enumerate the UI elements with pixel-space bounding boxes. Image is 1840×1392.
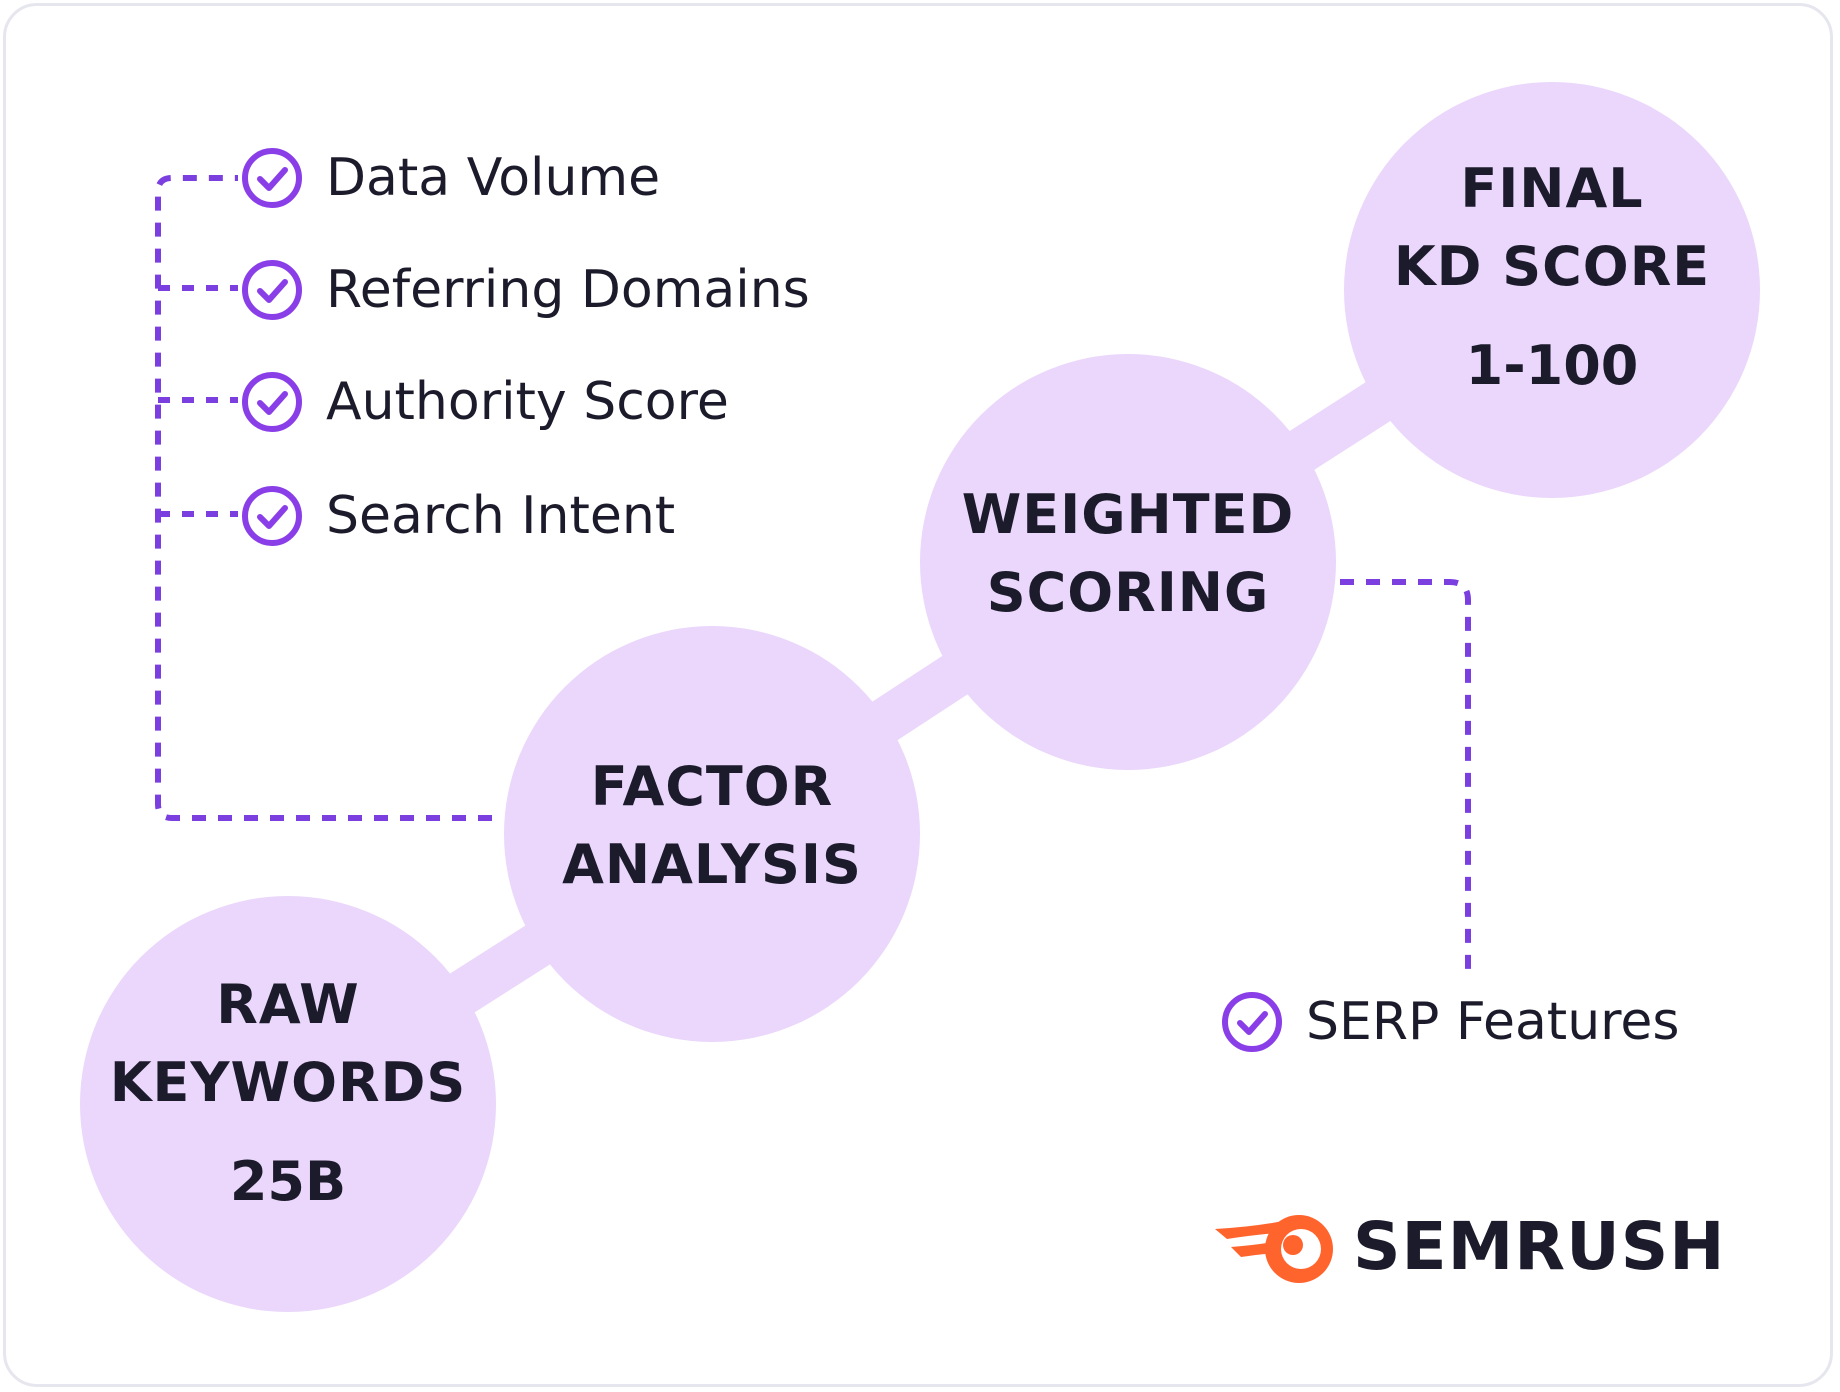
node-raw-keywords-circle [80, 896, 496, 1312]
node-weighted-title-2: SCORING [986, 561, 1270, 624]
serp-features-label: SERP Features [1306, 992, 1680, 1052]
factor-label: Authority Score [326, 372, 729, 432]
node-raw-value: 25B [229, 1150, 347, 1213]
factor-label: Data Volume [326, 148, 661, 208]
semrush-fireball-icon [1215, 1214, 1333, 1283]
check-circle-icon [242, 260, 302, 320]
factor-item: Referring Domains [240, 250, 810, 330]
node-factor-analysis: FACTOR ANALYSIS [512, 748, 912, 904]
factor-label: Referring Domains [326, 260, 810, 320]
factor-item: Search Intent [240, 476, 675, 556]
node-factor-title-1: FACTOR [590, 755, 834, 818]
factor-label: Search Intent [326, 486, 676, 546]
check-circle-icon [1222, 992, 1282, 1052]
serp-features-item: SERP Features [1220, 982, 1679, 1062]
check-circle-icon [242, 148, 302, 208]
node-factor-analysis-circle [504, 626, 920, 1042]
check-circle-icon [242, 372, 302, 432]
factor-bracket-connector [155, 175, 492, 821]
node-final-kd-score: FINAL KD SCORE 1-100 [1352, 150, 1752, 397]
check-circle-icon [242, 486, 302, 546]
node-raw-title-1: RAW [216, 973, 360, 1036]
semrush-wordmark: SEMRUSH [1353, 1208, 1726, 1285]
node-weighted-title-1: WEIGHTED [961, 483, 1295, 546]
node-final-title-2: KD SCORE [1393, 235, 1711, 298]
semrush-logo: SEMRUSH [1213, 1208, 1725, 1285]
serp-connector [1340, 579, 1471, 970]
factor-item: Data Volume [240, 138, 660, 218]
node-weighted-scoring-circle [920, 354, 1336, 770]
node-factor-title-2: ANALYSIS [562, 833, 862, 896]
factor-item: Authority Score [240, 362, 729, 442]
node-raw-keywords: RAW KEYWORDS 25B [88, 966, 488, 1213]
node-weighted-scoring: WEIGHTED SCORING [928, 476, 1328, 632]
node-raw-title-2: KEYWORDS [109, 1051, 467, 1114]
node-final-kd-score-circle [1344, 82, 1760, 498]
node-final-title-1: FINAL [1460, 157, 1644, 220]
node-final-value: 1-100 [1465, 334, 1639, 397]
